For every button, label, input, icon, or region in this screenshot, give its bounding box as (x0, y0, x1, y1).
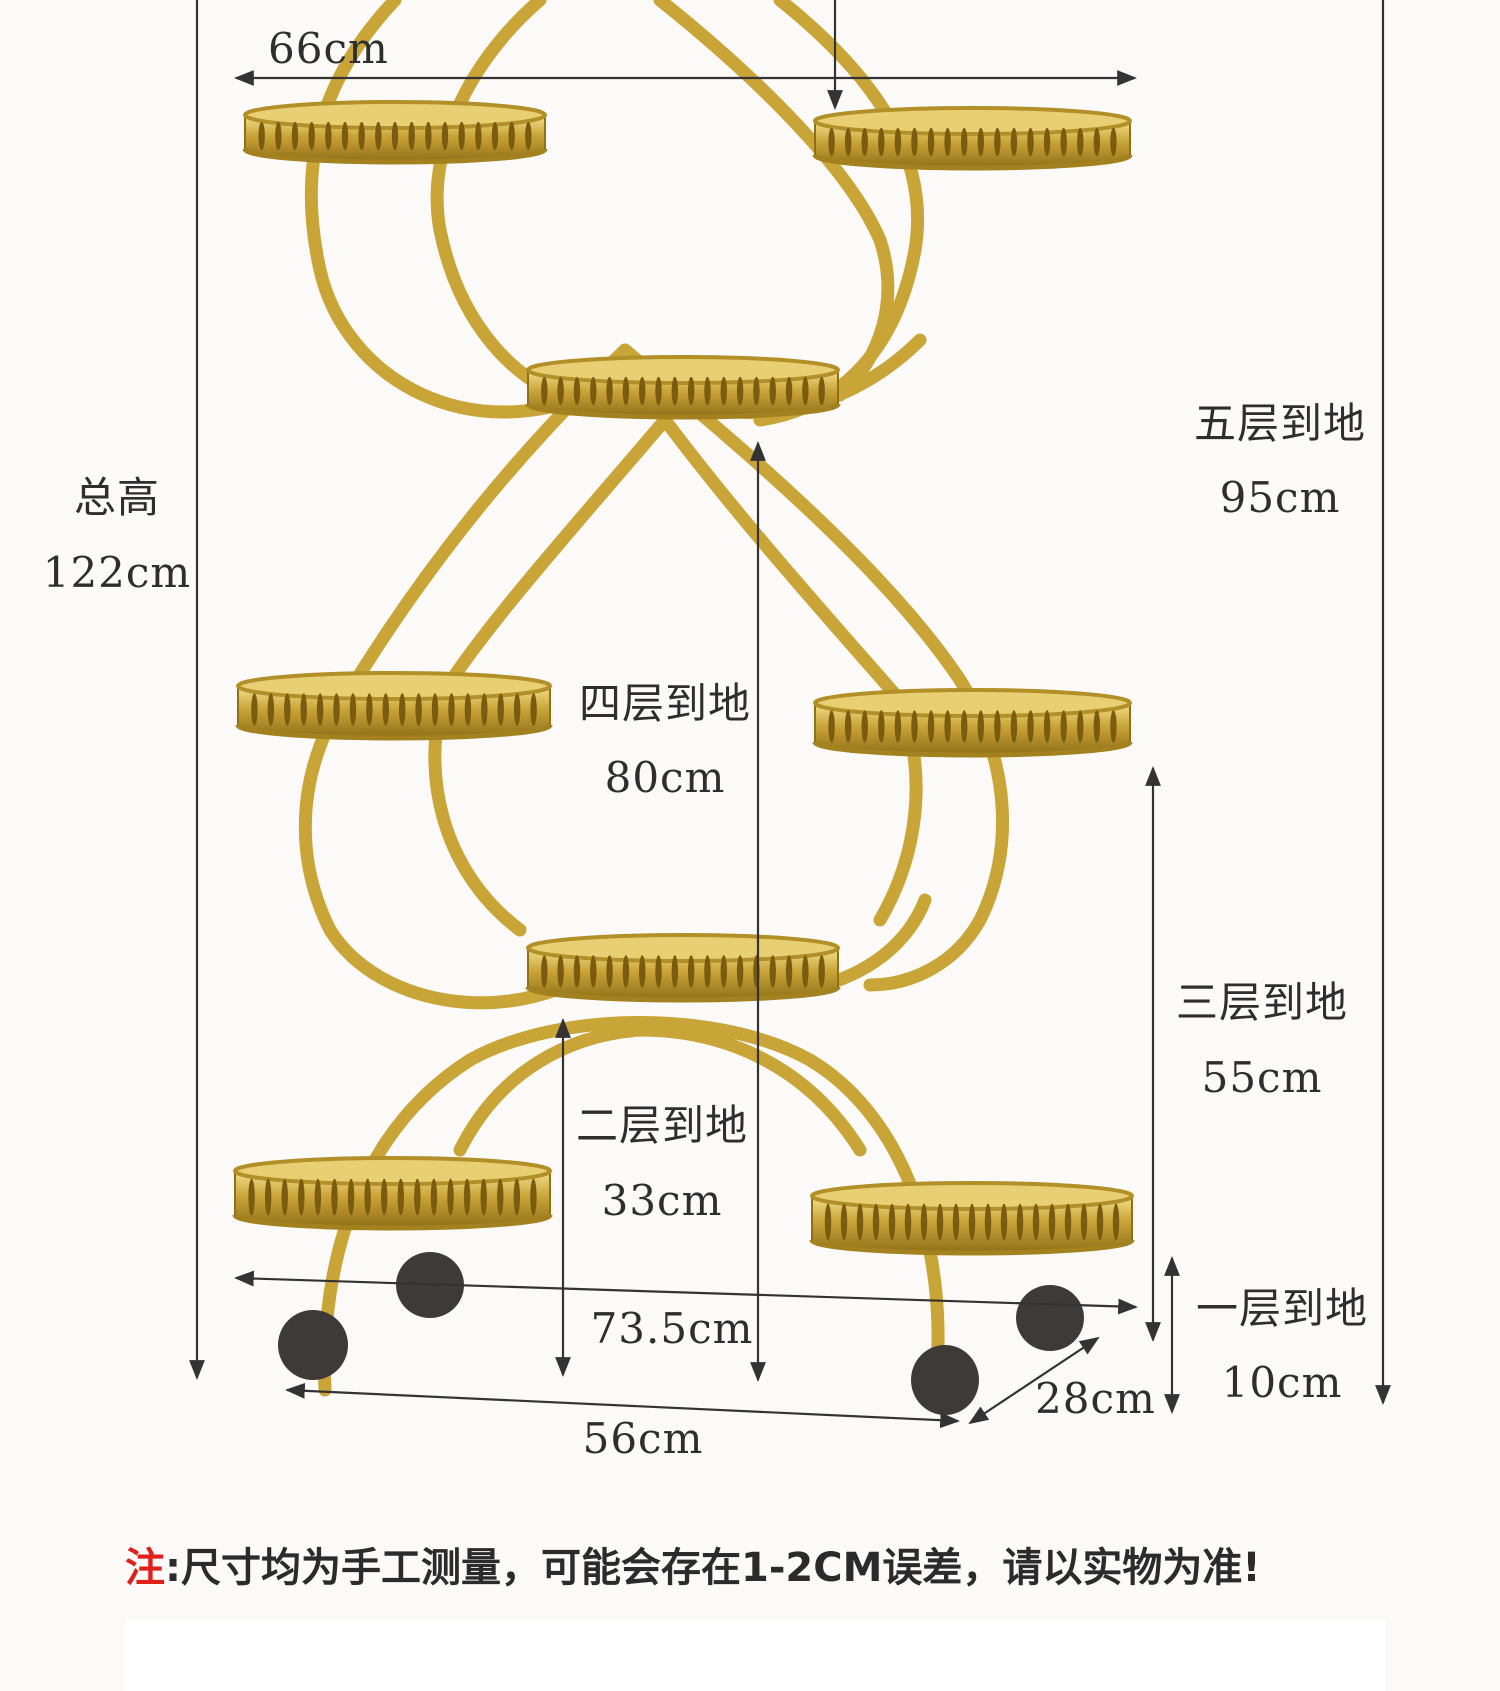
tray-top-left (242, 100, 548, 165)
top-width-label: 66cm (268, 24, 389, 73)
note-text: :尺寸均为手工测量，可能会存在1-2CM误差，请以实物为准! (165, 1545, 1261, 1591)
top-inner-left (430, 0, 567, 402)
level2-value: 33cm (601, 1176, 723, 1225)
base-width-label: 56cm (582, 1414, 704, 1463)
tray-mid-right (812, 688, 1133, 758)
base-arch-inner (453, 1023, 867, 1157)
mid-inner-right (658, 413, 923, 927)
bottom-band (125, 1620, 1385, 1691)
wheel-back-right (1016, 1285, 1084, 1351)
tray-bottom-right (809, 1181, 1135, 1256)
dim-line-mid-width (234, 1270, 1138, 1315)
total-height-value: 122cm (42, 548, 192, 597)
dim-line-base-width (285, 1382, 960, 1429)
level2-title: 二层到地 (575, 1101, 749, 1150)
tray-top-right (812, 106, 1133, 171)
trays (232, 100, 1135, 1256)
wheel-front-right (911, 1345, 979, 1415)
level5-value: 95cm (1219, 473, 1341, 522)
level1-value: 10cm (1221, 1358, 1343, 1407)
dim-line-depth (968, 1336, 1100, 1425)
tray-mid-left (235, 671, 553, 741)
level3-title: 三层到地 (1175, 978, 1349, 1027)
level5-title: 五层到地 (1193, 399, 1367, 448)
total-height-title: 总高 (73, 473, 161, 522)
depth-label: 28cm (1035, 1374, 1156, 1423)
tray-mid-center (525, 933, 841, 1003)
level4-value: 80cm (604, 753, 726, 802)
wheel-front-left (278, 1310, 348, 1380)
tray-top-center (525, 355, 841, 420)
tray-bottom-left (232, 1156, 553, 1231)
note-prefix: 注 (125, 1545, 165, 1591)
top-inner-right (653, 0, 895, 402)
measurement-note: 注:尺寸均为手工测量，可能会存在1-2CM误差，请以实物为准! (125, 1535, 1261, 1593)
mid-width-label: 73.5cm (590, 1304, 754, 1353)
level4-title: 四层到地 (578, 679, 752, 728)
dimension-lines (189, 0, 1391, 1429)
level1-title: 一层到地 (1195, 1284, 1369, 1333)
level3-value: 55cm (1201, 1053, 1323, 1102)
